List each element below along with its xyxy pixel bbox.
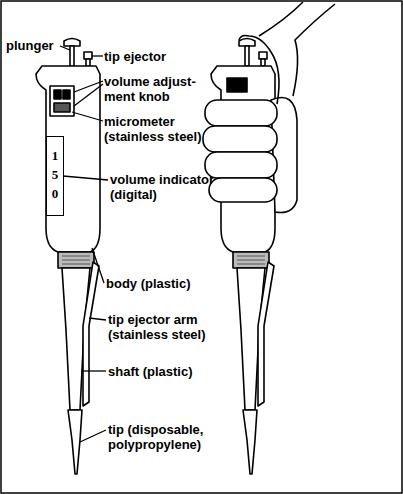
- knurl-lines: [62, 256, 90, 264]
- part-label: tip (disposable, polypropylene): [108, 422, 228, 452]
- leader-line: [80, 430, 106, 442]
- leader-line: [92, 248, 104, 283]
- pipette-left: [36, 39, 100, 475]
- knurled-ring: [233, 252, 269, 268]
- part-label: micrometer (stainless steel): [104, 114, 222, 144]
- finger: [209, 178, 277, 202]
- plunger-cap: [239, 39, 255, 47]
- digital-display: 150: [46, 136, 64, 216]
- part-label: plunger: [6, 38, 66, 53]
- knurl-lines: [237, 256, 265, 264]
- hand-outline: [259, 2, 303, 36]
- ejector-arm: [258, 262, 274, 406]
- knurled-ring: [58, 252, 94, 268]
- volume-digits: 150: [48, 148, 63, 205]
- leader-line: [74, 84, 103, 106]
- leader-lines: [60, 46, 108, 442]
- micrometer-window: [227, 78, 247, 92]
- ejector-button: [84, 52, 92, 59]
- finger: [205, 100, 277, 126]
- part-label: tip ejector arm (stainless steel): [108, 312, 230, 342]
- plunger-cap: [64, 39, 80, 47]
- ejector-rod: [261, 59, 265, 66]
- hand-outline: [293, 4, 335, 96]
- ejector-arm: [83, 262, 99, 406]
- leader-line: [81, 370, 106, 371]
- leader-line: [60, 46, 70, 50]
- leader-line: [92, 55, 103, 56]
- plunger-rod: [70, 46, 74, 66]
- finger: [203, 126, 277, 152]
- ejector-rod: [86, 59, 90, 66]
- plunger-rod: [245, 46, 249, 66]
- leader-line: [72, 112, 103, 121]
- part-label: tip ejector: [104, 49, 224, 64]
- micrometer-window: [50, 86, 74, 116]
- leader-line: [89, 318, 106, 320]
- tip: [243, 410, 257, 474]
- finger: [205, 152, 277, 178]
- ejector-button: [259, 52, 267, 59]
- counter-digit: [54, 103, 70, 112]
- part-label: shaft (plastic): [108, 364, 248, 379]
- tip: [68, 410, 82, 474]
- leader-line: [63, 176, 108, 180]
- thumb: [239, 36, 279, 105]
- counter-digit: [54, 90, 61, 99]
- pipette-right: [203, 2, 335, 474]
- part-label: volume indicator (digital): [110, 172, 232, 202]
- part-label: volume adjust- ment knob: [104, 74, 204, 104]
- part-label: body (plastic): [106, 276, 246, 291]
- counter-digit: [63, 90, 70, 99]
